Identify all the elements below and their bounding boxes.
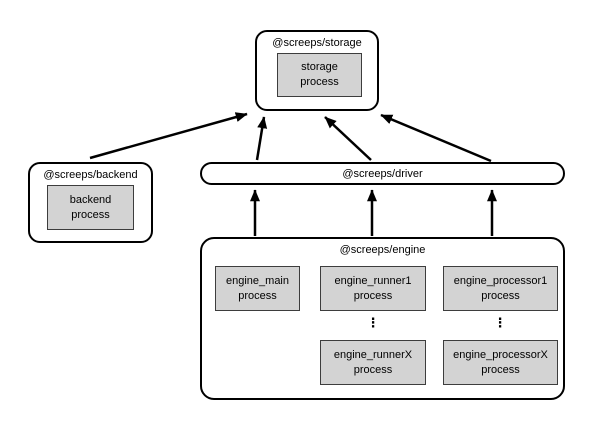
backend-process-box: backend process (47, 185, 134, 230)
node-engine-label: @screeps/engine (339, 244, 426, 256)
processor-ellipsis: ⋮ (493, 315, 507, 330)
node-driver: @screeps/driver (200, 162, 565, 185)
runner-ellipsis: ⋮ (366, 315, 380, 330)
node-backend-label: @screeps/backend (43, 169, 138, 181)
arrow-backend-to-storage (89, 112, 248, 160)
engine-main-process-box: engine_main process (215, 266, 300, 311)
arrow-driver-left-to-storage (255, 116, 268, 161)
node-driver-label: @screeps/driver (342, 167, 423, 180)
engine-processorX-process-box: engine_processorX process (443, 340, 558, 385)
engine-runnerX-process-box: engine_runnerX process (320, 340, 426, 385)
arrow-driver-right-to-storage (380, 113, 492, 163)
storage-process-box: storage process (277, 53, 362, 97)
arrow-driver-mid-to-storage (324, 116, 372, 161)
node-storage: @screeps/storage storage process (255, 30, 379, 111)
engine-runner1-process-box: engine_runner1 process (320, 266, 426, 311)
node-engine: @screeps/engine engine_main process engi… (200, 237, 565, 400)
node-storage-label: @screeps/storage (272, 37, 362, 49)
engine-processor1-process-box: engine_processor1 process (443, 266, 558, 311)
node-backend: @screeps/backend backend process (28, 162, 153, 243)
